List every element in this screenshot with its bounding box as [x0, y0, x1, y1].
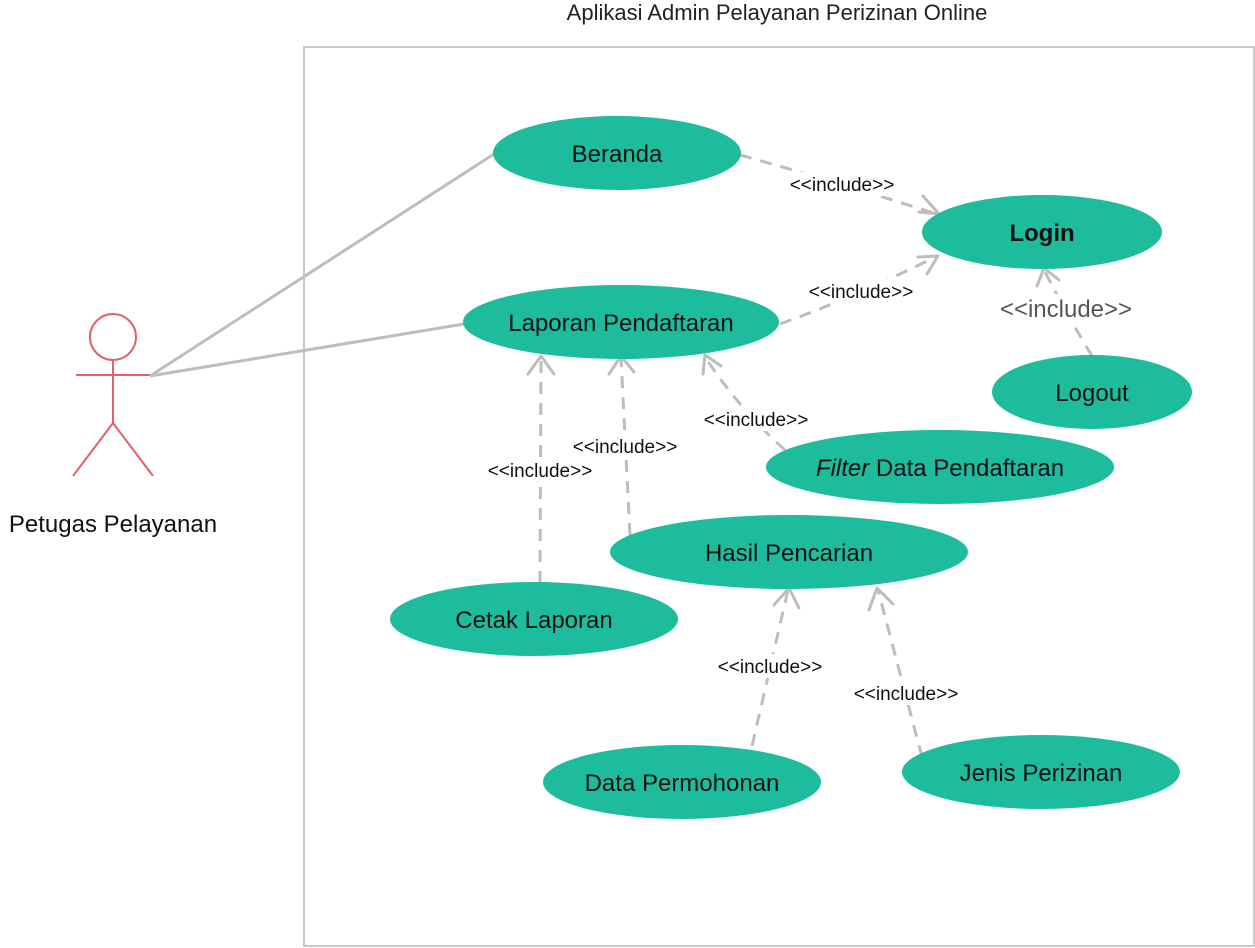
- include-label-permohonan-hasil: <<include>>: [718, 657, 823, 678]
- arrowhead-icon: [701, 353, 723, 376]
- usecase-label-emphasis: Filter: [816, 455, 870, 482]
- actor-label: Petugas Pelayanan: [9, 511, 217, 538]
- include-label-beranda-login: <<include>>: [790, 175, 895, 196]
- usecase-login[interactable]: Login: [922, 195, 1162, 269]
- usecase-label: Logout: [1055, 380, 1129, 407]
- include-label-hasil-laporan: <<include>>: [573, 437, 678, 458]
- usecase-jenis-perizinan[interactable]: Jenis Perizinan: [902, 735, 1180, 809]
- actor-petugas-pelayanan[interactable]: Petugas Pelayanan: [9, 313, 217, 538]
- usecase-label: Cetak Laporan: [455, 607, 612, 634]
- usecase-label: Hasil Pencarian: [705, 540, 873, 567]
- association-beranda: [149, 152, 495, 378]
- system-boundary: [303, 46, 1255, 947]
- usecase-hasil-pencarian[interactable]: Hasil Pencarian: [610, 515, 968, 589]
- include-filter-laporan: [701, 353, 786, 452]
- arrowhead-icon: [867, 586, 895, 612]
- include-label-logout-login: <<include>>: [1000, 296, 1132, 323]
- usecase-label: Jenis Perizinan: [960, 760, 1123, 787]
- actor-icon: [72, 313, 154, 477]
- usecase-label: Filter Data Pendaftaran: [816, 455, 1064, 482]
- usecase-beranda[interactable]: Beranda: [493, 116, 741, 190]
- usecase-label: Login: [1009, 220, 1074, 247]
- include-label-cetak-laporan: <<include>>: [488, 461, 593, 482]
- usecase-label: Beranda: [572, 141, 663, 168]
- usecase-cetak-laporan[interactable]: Cetak Laporan: [390, 582, 678, 656]
- include-label-laporan-login: <<include>>: [809, 282, 914, 303]
- usecase-laporan-pendaftaran[interactable]: Laporan Pendaftaran: [463, 285, 779, 359]
- arrowhead-icon: [526, 354, 556, 376]
- usecase-filter-data-pendaftaran[interactable]: Filter Data Pendaftaran: [766, 430, 1114, 504]
- system-title: Aplikasi Admin Pelayanan Perizinan Onlin…: [567, 0, 988, 25]
- include-jenis-hasil: [867, 586, 924, 758]
- usecase-label: Data Permohonan: [585, 770, 780, 797]
- usecase-label-rest: Data Pendaftaran: [869, 455, 1064, 482]
- association-laporan: [149, 322, 465, 378]
- usecase-data-permohonan[interactable]: Data Permohonan: [543, 745, 821, 819]
- usecase-logout[interactable]: Logout: [992, 355, 1192, 429]
- include-label-jenis-hasil: <<include>>: [854, 684, 959, 705]
- arrowhead-icon: [916, 254, 940, 276]
- include-label-filter-laporan: <<include>>: [704, 410, 809, 431]
- usecase-label: Laporan Pendaftaran: [508, 310, 734, 337]
